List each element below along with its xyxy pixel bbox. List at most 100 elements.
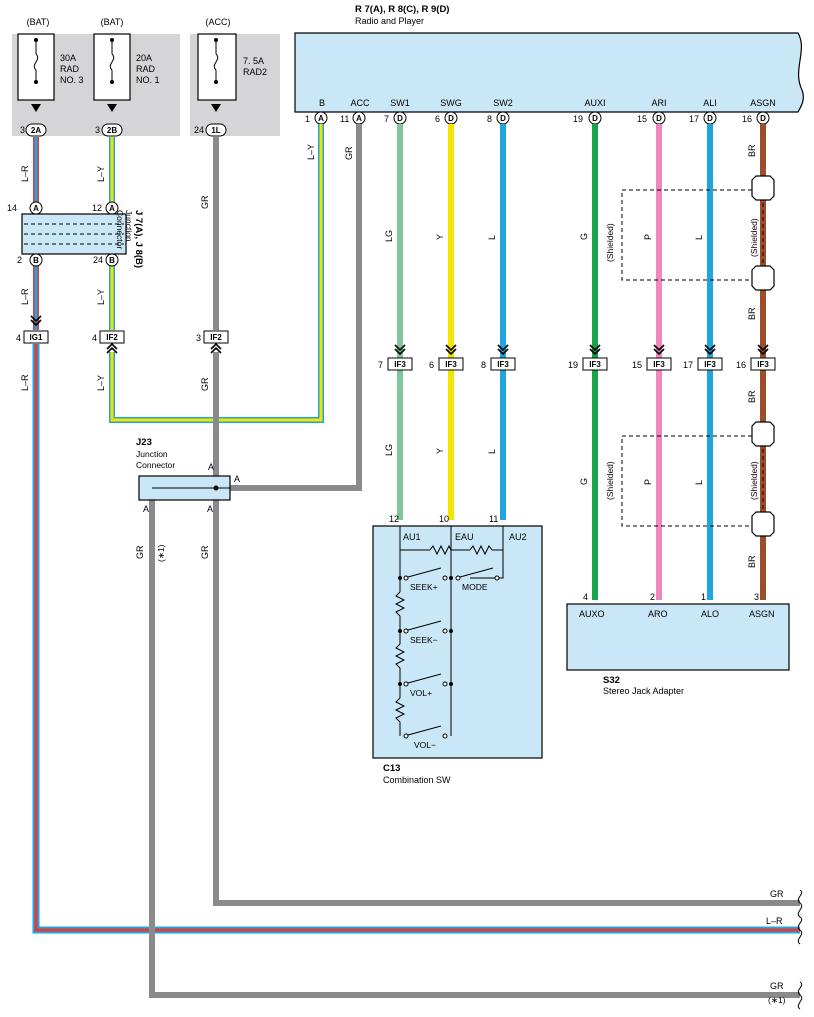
switch-seek-minus: SEEK−	[398, 620, 453, 645]
svg-text:Junction: Junction	[124, 210, 134, 242]
svg-text:(∗1): (∗1)	[156, 544, 166, 562]
svg-text:BR: BR	[747, 555, 757, 568]
svg-text:6: 6	[429, 360, 434, 370]
svg-text:D: D	[397, 114, 403, 123]
svg-text:A: A	[109, 204, 115, 213]
svg-text:A: A	[143, 504, 149, 514]
svg-text:LG: LG	[384, 444, 394, 456]
svg-text:(Shielded): (Shielded)	[749, 218, 759, 257]
fuse-20a-rad-no1: (BAT) 20A RAD NO. 1	[93, 17, 160, 101]
svg-text:GR: GR	[200, 377, 210, 391]
svg-text:L: L	[487, 449, 497, 454]
svg-text:VOL−: VOL−	[414, 740, 436, 750]
inline-connector-ig1: 4 IG1	[16, 315, 49, 344]
svg-text:6: 6	[435, 114, 440, 124]
svg-text:15: 15	[632, 360, 642, 370]
svg-text:ARI: ARI	[651, 98, 666, 108]
svg-text:P: P	[643, 234, 653, 240]
fuse-source: (BAT)	[101, 17, 124, 27]
svg-text:2: 2	[650, 592, 655, 602]
svg-text:16: 16	[736, 360, 746, 370]
radio-and-player-box	[294, 32, 804, 113]
svg-text:24: 24	[194, 125, 204, 135]
svg-text:D: D	[448, 114, 454, 123]
svg-text:A: A	[208, 462, 214, 472]
svg-text:D: D	[760, 114, 766, 123]
svg-text:MODE: MODE	[462, 582, 488, 592]
svg-text:12: 12	[389, 514, 399, 524]
svg-text:14: 14	[7, 203, 17, 213]
radio-terminal-ali: ALI 17 D	[689, 98, 717, 125]
svg-text:GR: GR	[200, 545, 210, 559]
svg-text:Junction: Junction	[136, 449, 168, 459]
radio-terminal-asgn: ASGN 16 D	[742, 98, 776, 125]
inline-connector-if3: 16 IF3	[736, 344, 776, 371]
svg-text:BR: BR	[747, 144, 757, 157]
inline-connector-if2: 3 IF2	[196, 330, 229, 354]
svg-text:B: B	[109, 256, 115, 265]
svg-text:IF3: IF3	[394, 360, 406, 369]
svg-text:3: 3	[196, 333, 201, 343]
svg-text:J23: J23	[136, 437, 152, 448]
svg-text:16: 16	[742, 114, 752, 124]
svg-text:11: 11	[489, 514, 498, 524]
fuse-terminal: 3 2A	[20, 104, 47, 137]
fuse-7-5a-rad2: (ACC) 7. 5A RAD2	[197, 17, 267, 101]
junction-connector-j7-j8: 14 A 12 A 2 B 24 B	[7, 201, 127, 267]
svg-text:7: 7	[384, 114, 389, 124]
svg-text:2: 2	[17, 255, 22, 265]
svg-text:1L: 1L	[211, 126, 220, 135]
fuse-rating: 30A	[60, 53, 76, 63]
svg-text:IF3: IF3	[497, 360, 509, 369]
inline-connector-if3: 15 IF3	[632, 344, 672, 371]
svg-text:GR: GR	[200, 195, 210, 209]
svg-text:4: 4	[583, 592, 588, 602]
wire-l-r	[32, 137, 800, 934]
svg-text:8: 8	[487, 114, 492, 124]
svg-text:D: D	[656, 114, 662, 123]
fuse-source: (ACC)	[206, 17, 231, 27]
svg-text:19: 19	[573, 114, 583, 124]
svg-text:3: 3	[95, 125, 100, 135]
svg-text:IF2: IF2	[106, 333, 118, 342]
shield-lower	[621, 421, 775, 537]
fuse-source: (BAT)	[27, 17, 50, 27]
fuse-name: NO. 3	[60, 75, 84, 85]
fuse-terminal: 3 2B	[95, 104, 123, 137]
svg-text:G: G	[579, 478, 589, 485]
svg-text:D: D	[500, 114, 506, 123]
svg-text:IF3: IF3	[653, 360, 665, 369]
svg-text:2B: 2B	[107, 126, 117, 135]
combination-switch-c13: 12 10 11 AU1 EAU AU2 SEEK+	[372, 514, 543, 785]
svg-text:A: A	[207, 504, 213, 514]
radio-terminal-b: B 1 A	[305, 98, 328, 125]
svg-text:3: 3	[20, 125, 25, 135]
fuse-rating: 20A	[136, 53, 152, 63]
svg-text:ALI: ALI	[703, 98, 717, 108]
svg-text:1: 1	[701, 592, 706, 602]
svg-text:ASGN: ASGN	[749, 609, 775, 619]
svg-text:L: L	[694, 235, 704, 240]
svg-text:EAU: EAU	[455, 532, 474, 542]
fuse-terminal: 24 1L	[194, 104, 227, 137]
svg-text:D: D	[707, 114, 713, 123]
svg-text:AUXO: AUXO	[579, 609, 605, 619]
svg-text:IF3: IF3	[757, 360, 769, 369]
svg-text:GR: GR	[135, 545, 145, 559]
svg-text:(Shielded): (Shielded)	[605, 461, 615, 500]
svg-text:L–Y: L–Y	[96, 166, 106, 182]
combination-sw-title: C13	[383, 763, 400, 774]
svg-text:AU2: AU2	[509, 532, 527, 542]
svg-text:Connector: Connector	[136, 460, 175, 470]
fuse-name: RAD	[60, 64, 80, 74]
radio-title: R 7(A), R 8(C), R 9(D)	[355, 4, 449, 15]
svg-text:L–Y: L–Y	[96, 289, 106, 305]
svg-text:AUXI: AUXI	[584, 98, 605, 108]
inline-connector-if3: 19 IF3	[568, 344, 608, 371]
svg-text:BR: BR	[747, 390, 757, 403]
svg-text:(Shielded): (Shielded)	[749, 461, 759, 500]
svg-text:G: G	[579, 233, 589, 240]
svg-text:GR: GR	[770, 981, 784, 991]
svg-text:ACC: ACC	[350, 98, 370, 108]
